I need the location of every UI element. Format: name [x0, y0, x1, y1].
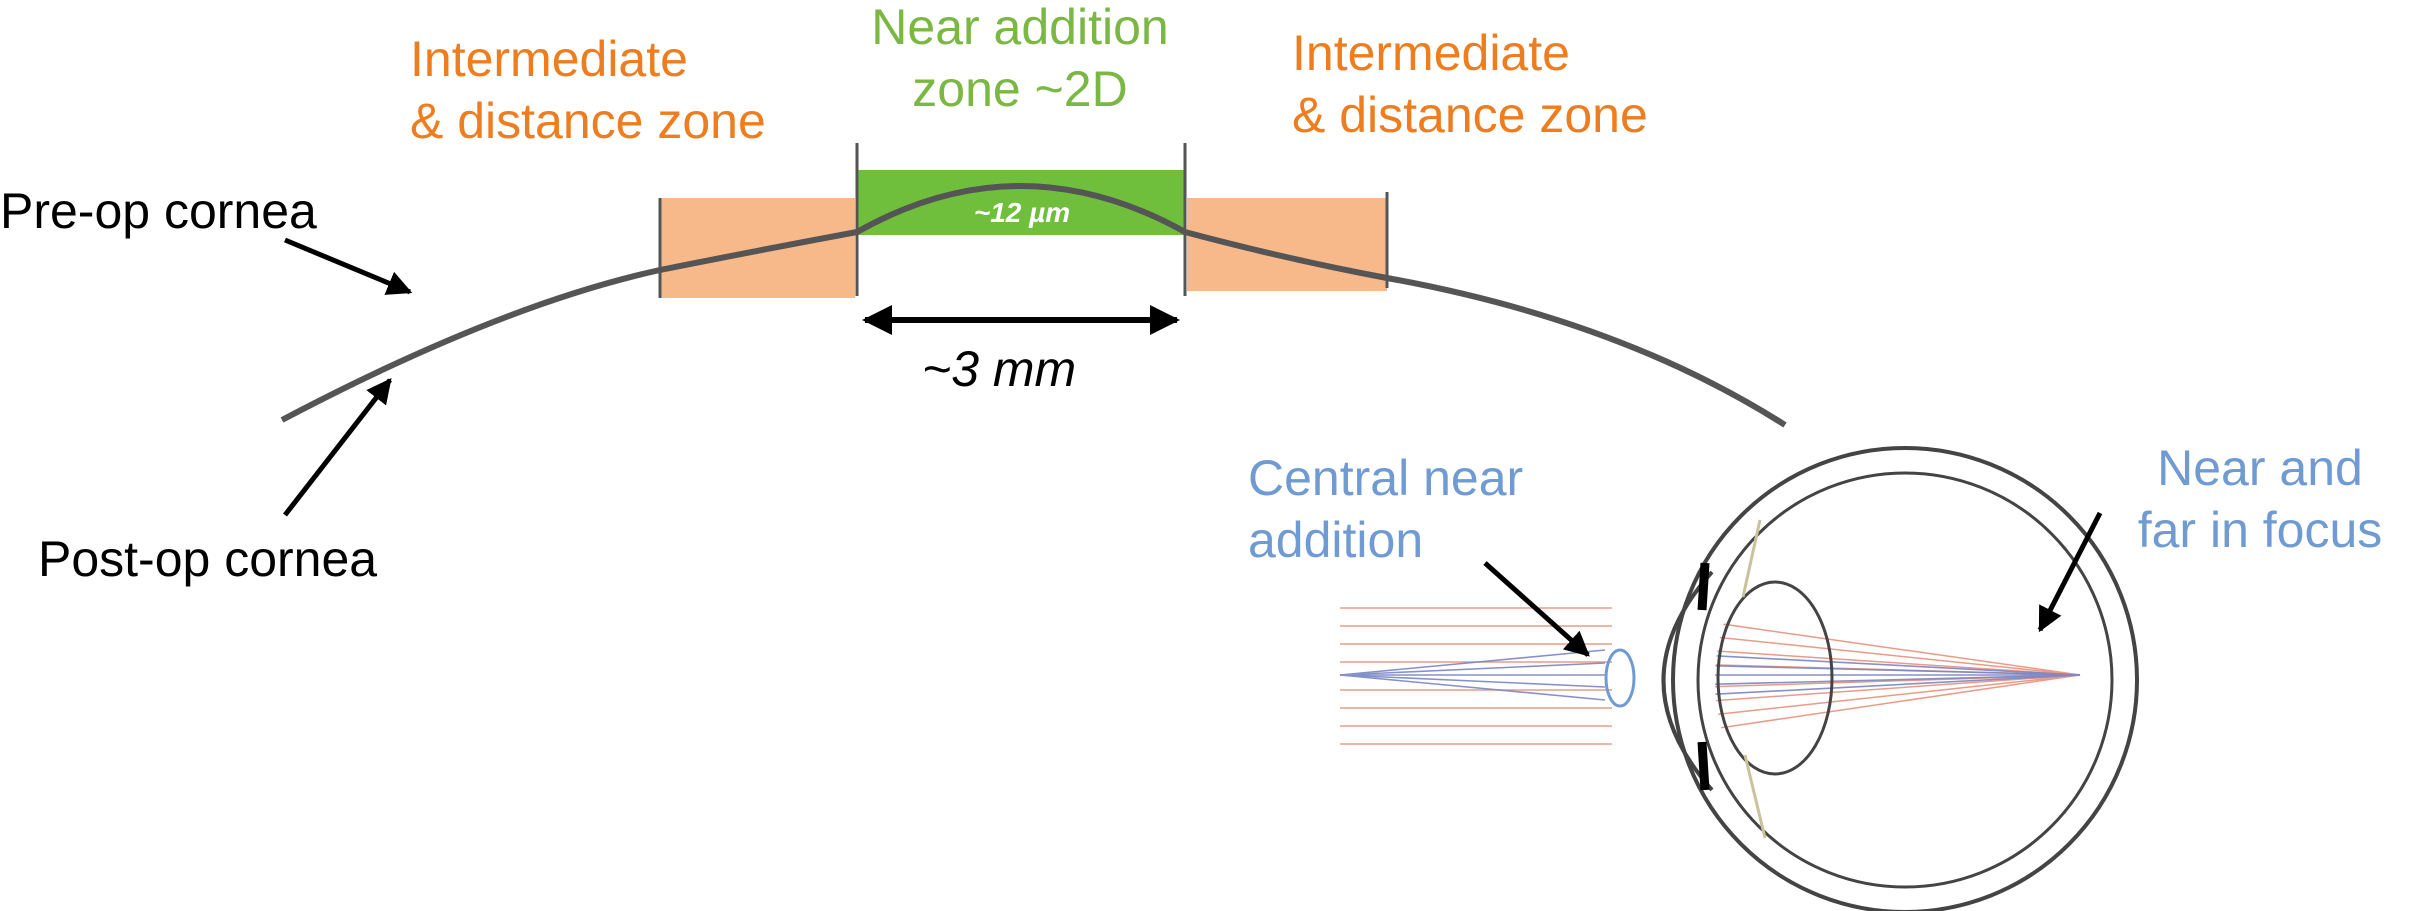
near-addition-line2: zone ~2D: [912, 61, 1128, 117]
central-near-addition-label: Central near addition: [1248, 447, 1523, 571]
intermediate-zone-right: [1187, 198, 1387, 291]
central-near-line2: addition: [1248, 512, 1424, 568]
zone-depth-text: ~12 µm: [974, 197, 1070, 228]
eye-diagram: [1604, 446, 2139, 911]
eye-cornea: [1661, 570, 1714, 792]
eye-lens: [1716, 580, 1834, 776]
intermediate-distance-zone-left-label: Intermediate & distance zone: [410, 28, 766, 152]
pre-op-cornea-label: Pre-op cornea: [0, 183, 317, 239]
near-addition-zone-label: Near addition zone ~2D: [820, 0, 1220, 120]
post-op-pointer-arrow: [283, 378, 392, 517]
eye-zonule-top: [1741, 519, 1762, 598]
light-rays: [1339, 607, 2081, 745]
focus-pointer-arrow: [2037, 511, 2103, 633]
near-far-focus-label: Near and far in focus: [2110, 437, 2410, 561]
central-near-line1: Central near: [1248, 450, 1524, 506]
eye-globe-outer: [1671, 446, 2139, 911]
near-far-line1: Near and: [2157, 440, 2363, 496]
intermediate-right-line1: Intermediate: [1292, 25, 1570, 81]
eye-zonule-bottom: [1743, 754, 1767, 839]
intermediate-distance-zone-right-label: Intermediate & distance zone: [1292, 22, 1648, 146]
intermediate-left-line1: Intermediate: [410, 31, 688, 87]
near-addition-zone: [857, 170, 1185, 235]
intermediate-right-line2: & distance zone: [1292, 87, 1648, 143]
zone-width-label: ~3 mm: [922, 341, 1077, 397]
post-op-cornea-label: Post-op cornea: [38, 531, 378, 587]
post-op-cornea-curve: [280, 183, 1787, 428]
near-far-line2: far in focus: [2137, 502, 2383, 558]
central-near-pointer-arrow: [1483, 561, 1590, 657]
pre-op-pointer-arrow: [284, 237, 413, 295]
intermediate-left-line2: & distance zone: [410, 93, 766, 149]
eye-globe-inner: [1696, 471, 2114, 889]
eye-iris: [1697, 562, 1710, 791]
near-addition-line1: Near addition: [871, 0, 1169, 55]
eye-central-add-bump: [1604, 648, 1636, 708]
